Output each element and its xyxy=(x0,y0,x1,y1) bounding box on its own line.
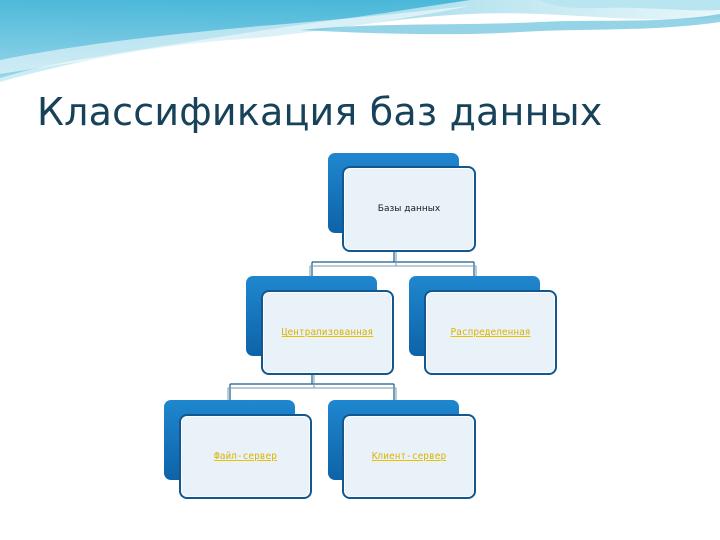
slide-title: Классификация баз данных xyxy=(37,90,603,134)
node-distributed-label[interactable]: Распределенная xyxy=(450,327,531,338)
node-file-server[interactable]: Файл-сервер xyxy=(164,400,314,499)
node-root-label: Базы данных xyxy=(377,204,441,214)
node-centralized-label[interactable]: Централизованная xyxy=(281,327,374,338)
node-centralized[interactable]: Централизованная xyxy=(246,276,396,375)
node-file-server-label[interactable]: Файл-сервер xyxy=(214,451,277,462)
node-client-server[interactable]: Клиент-сервер xyxy=(328,400,478,499)
node-distributed[interactable]: Распределенная xyxy=(409,276,557,375)
node-client-server-label[interactable]: Клиент-сервер xyxy=(371,451,447,462)
node-root: Базы данных xyxy=(328,153,476,252)
wave-header-decoration xyxy=(0,0,720,90)
